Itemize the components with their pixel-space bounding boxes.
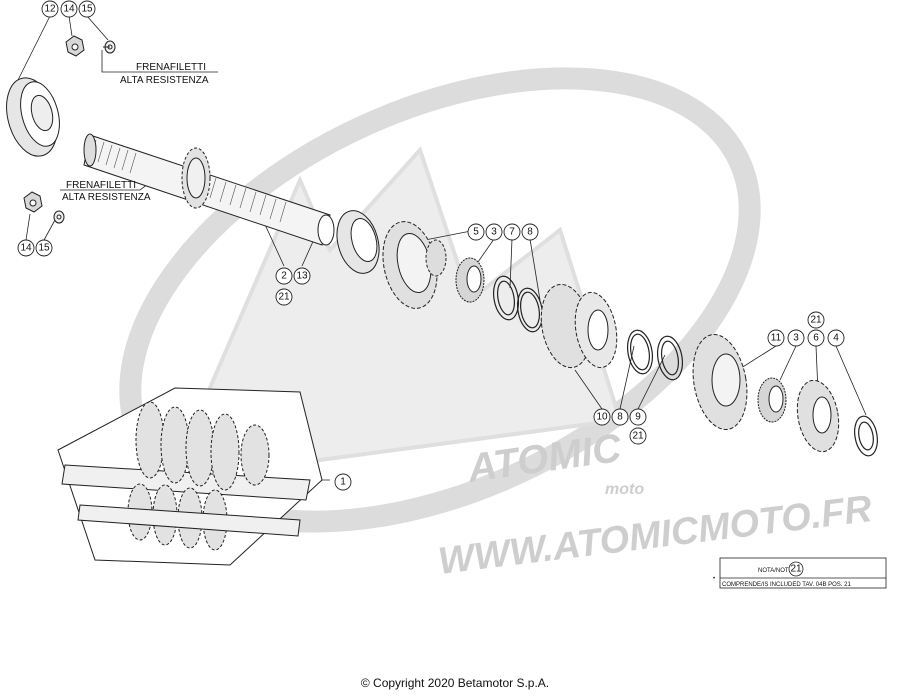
callout-number: 8 bbox=[527, 227, 533, 238]
loctite-label-upper: FRENAFILETTI ALTA RESISTENZA bbox=[120, 62, 209, 86]
callout-15: 15 bbox=[35, 239, 53, 257]
callout-circle bbox=[78, 0, 96, 18]
gear-6 bbox=[796, 379, 840, 453]
loctite-lower-line2: ALTA RESISTENZA bbox=[62, 192, 151, 203]
callout-circle bbox=[629, 427, 647, 445]
callout-circle bbox=[293, 267, 311, 285]
callout-8: 8 bbox=[611, 408, 629, 426]
callout-3: 3 bbox=[787, 329, 805, 347]
callout-number: 15 bbox=[81, 4, 93, 15]
lower-fasteners bbox=[23, 191, 65, 224]
callout-number: 11 bbox=[771, 333, 782, 344]
loctite-upper-line2: ALTA RESISTENZA bbox=[120, 75, 209, 86]
note-ref: 21 bbox=[790, 564, 802, 575]
callout-circle bbox=[787, 329, 805, 347]
callout-circle bbox=[485, 223, 503, 241]
note-title: NOTA/NOTE bbox=[758, 568, 793, 574]
callout-1: 1 bbox=[334, 473, 352, 491]
callout-circle bbox=[41, 0, 59, 18]
callout-14: 14 bbox=[17, 239, 35, 257]
callout-circle bbox=[17, 239, 35, 257]
note-bullet: • bbox=[713, 576, 715, 582]
loctite-lower-line1: FRENAFILETTI bbox=[66, 180, 136, 191]
gear-11 bbox=[692, 334, 748, 430]
needle-bearing-lower bbox=[757, 377, 787, 423]
callout-21: 21 bbox=[807, 311, 825, 329]
callout-11: 11 bbox=[767, 329, 785, 347]
callout-number: 14 bbox=[63, 4, 75, 15]
callout-21: 21 bbox=[275, 288, 293, 306]
washers-upper bbox=[492, 275, 544, 333]
callout-number: 14 bbox=[20, 243, 32, 254]
callout-number: 7 bbox=[509, 227, 515, 238]
gear-cluster-middle bbox=[540, 283, 618, 369]
loctite-label-lower: FRENAFILETTI ALTA RESISTENZA bbox=[62, 180, 151, 203]
callout-number: 21 bbox=[278, 292, 290, 303]
assembly-inset bbox=[57, 387, 323, 566]
callout-circle bbox=[611, 408, 629, 426]
callout-number: 1 bbox=[340, 477, 346, 488]
gear-cluster-upper bbox=[382, 221, 447, 309]
callout-7: 7 bbox=[503, 223, 521, 241]
callout-14: 14 bbox=[60, 0, 78, 18]
callout-circle bbox=[60, 0, 78, 18]
note-box: NOTA/NOTE 21 COMPRENDE/IS INCLUDED TAV. … bbox=[713, 557, 887, 589]
callout-number: 3 bbox=[491, 227, 497, 238]
callout-circle bbox=[467, 223, 485, 241]
callout-circle bbox=[827, 329, 845, 347]
callout-number: 2 bbox=[281, 271, 287, 282]
callout-3: 3 bbox=[485, 223, 503, 241]
upper-fasteners bbox=[65, 35, 116, 57]
callout-4: 4 bbox=[827, 329, 845, 347]
washer-4 bbox=[854, 415, 878, 457]
primary-shaft bbox=[83, 133, 335, 246]
callout-21: 21 bbox=[629, 427, 647, 445]
callout-circle bbox=[35, 239, 53, 257]
callout-circle bbox=[275, 267, 293, 285]
callout-13: 13 bbox=[293, 267, 311, 285]
callout-number: 3 bbox=[793, 333, 799, 344]
callout-number: 10 bbox=[596, 412, 608, 423]
callout-circle bbox=[593, 408, 611, 426]
callout-9: 9 bbox=[629, 408, 647, 426]
callout-15: 15 bbox=[78, 0, 96, 18]
callout-10: 10 bbox=[593, 408, 611, 426]
callout-circle bbox=[334, 473, 352, 491]
callout-circle bbox=[521, 223, 539, 241]
needle-bearing-upper bbox=[455, 257, 485, 303]
callout-number: 12 bbox=[44, 4, 56, 15]
loctite-upper-line1: FRENAFILETTI bbox=[136, 62, 206, 73]
callout-8: 8 bbox=[521, 223, 539, 241]
callout-5: 5 bbox=[467, 223, 485, 241]
copyright-text: © Copyright 2020 Betamotor S.p.A. bbox=[360, 676, 550, 690]
callout-number: 21 bbox=[810, 315, 822, 326]
callout-number: 6 bbox=[813, 333, 819, 344]
callout-12: 12 bbox=[41, 0, 59, 18]
callout-number: 21 bbox=[632, 431, 644, 442]
callout-circle bbox=[807, 311, 825, 329]
callout-number: 15 bbox=[38, 243, 50, 254]
bearing-12 bbox=[6, 77, 60, 157]
callout-circle bbox=[767, 329, 785, 347]
note-text: COMPRENDE/IS INCLUDED TAV. 04B POS. 21 bbox=[722, 582, 851, 588]
callout-circle bbox=[629, 408, 647, 426]
callout-2: 2 bbox=[275, 267, 293, 285]
watermark-sub: moto bbox=[605, 481, 644, 498]
callout-number: 4 bbox=[833, 333, 839, 344]
callout-circle bbox=[503, 223, 521, 241]
callout-number: 5 bbox=[473, 227, 479, 238]
bearing-13 bbox=[336, 210, 380, 274]
callout-number: 8 bbox=[617, 412, 623, 423]
callout-circle bbox=[275, 288, 293, 306]
callout-circle bbox=[807, 329, 825, 347]
washers-middle bbox=[626, 329, 684, 381]
callout-6: 6 bbox=[807, 329, 825, 347]
callout-number: 9 bbox=[635, 412, 641, 423]
callout-number: 13 bbox=[296, 271, 308, 282]
